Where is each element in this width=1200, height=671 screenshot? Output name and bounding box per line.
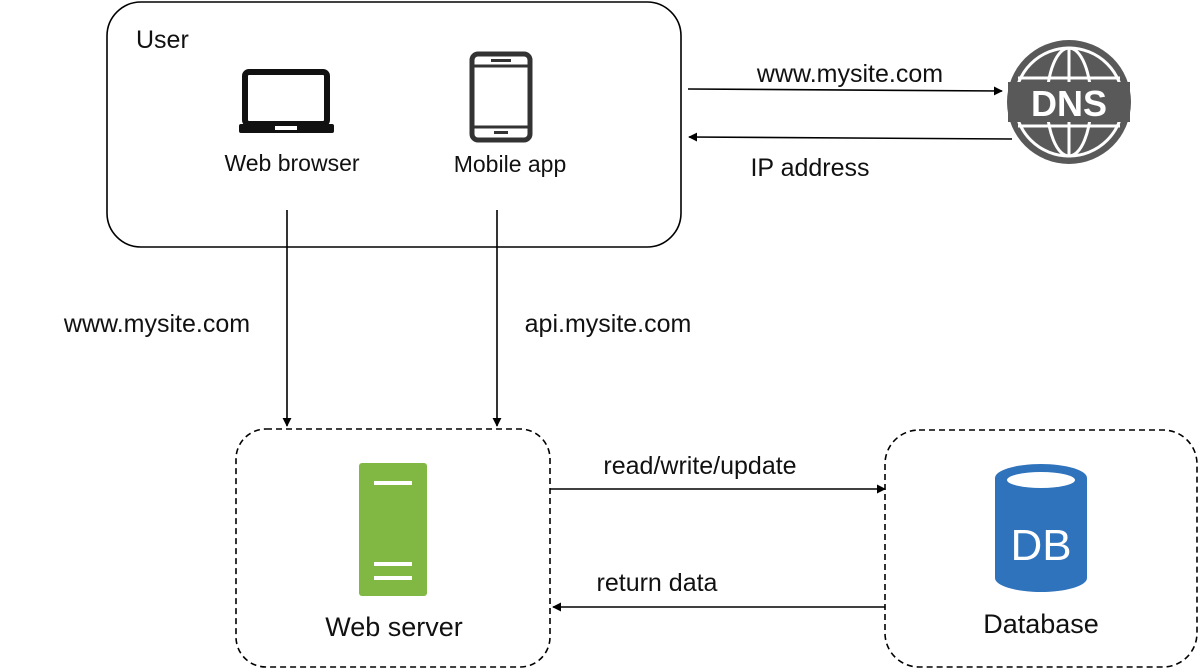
- dns-response-label: IP address: [750, 154, 869, 182]
- browser-to-server-label: www.mysite.com: [63, 310, 250, 338]
- server-icon: [359, 463, 427, 596]
- web-browser-label: Web browser: [224, 150, 359, 176]
- database-icon: DB: [995, 464, 1087, 592]
- mobile-app-label: Mobile app: [454, 151, 567, 177]
- smartphone-icon: [469, 51, 533, 143]
- dns-globe-icon: DNS: [1007, 40, 1131, 164]
- db-to-server-label: return data: [597, 569, 718, 597]
- dns-request-arrow: [687, 86, 1003, 96]
- dns-response-arrow: [688, 132, 1013, 142]
- database-label: Database: [983, 609, 1099, 639]
- dns-request-label: www.mysite.com: [756, 60, 943, 88]
- web-server-box: [235, 428, 551, 668]
- user-box: [106, 1, 682, 248]
- web-server-group: Web server: [235, 428, 551, 668]
- database-box: [884, 429, 1198, 668]
- server-to-db-label: read/write/update: [603, 452, 796, 480]
- user-title: User: [136, 26, 189, 54]
- web-server-label: Web server: [325, 612, 463, 642]
- database-group: DB Database: [884, 429, 1198, 668]
- dns-icon-text: DNS: [1031, 83, 1107, 124]
- database-icon-text: DB: [1010, 521, 1071, 570]
- laptop-icon: [239, 69, 334, 133]
- app-to-server-label: api.mysite.com: [525, 310, 692, 338]
- user-group: User Web browser Mobile app: [106, 1, 682, 248]
